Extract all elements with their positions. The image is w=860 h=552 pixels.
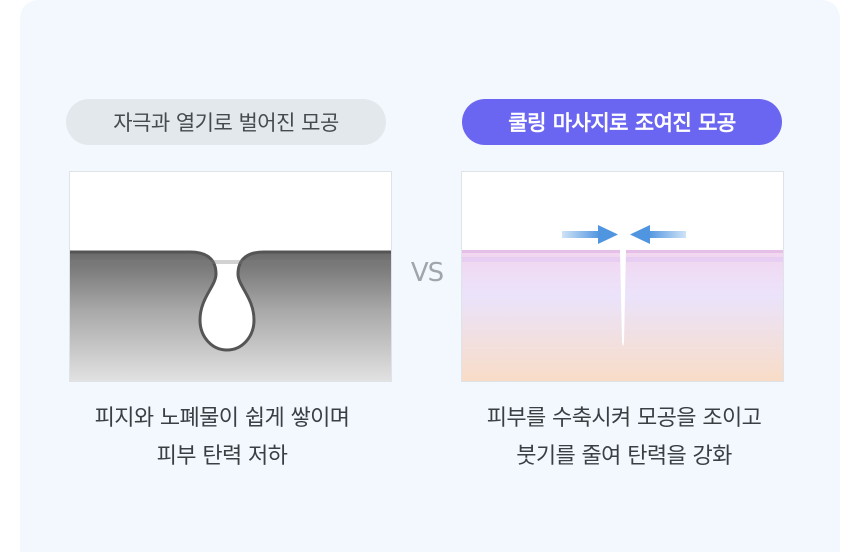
right-badge: 쿨링 마사지로 조여진 모공	[462, 99, 782, 145]
arrow-left-icon	[630, 225, 686, 244]
left-caption-line2: 피부 탄력 저하	[156, 444, 288, 469]
right-caption-line2: 붓기를 줄여 탄력을 강화	[516, 444, 732, 469]
right-caption: 피부를 수축시켜 모공을 조이고 붓기를 줄여 탄력을 강화	[454, 400, 794, 476]
left-caption-line1: 피지와 노폐물이 쉽게 쌓이며	[94, 406, 350, 431]
right-caption-line1: 피부를 수축시켜 모공을 조이고	[486, 406, 762, 431]
left-badge: 자극과 열기로 벌어진 모공	[66, 99, 386, 145]
open-pore-image	[69, 171, 392, 382]
vs-label: VS	[410, 258, 444, 288]
closed-pore-image	[461, 171, 784, 382]
left-caption: 피지와 노폐물이 쉽게 쌓이며 피부 탄력 저하	[52, 400, 392, 476]
arrow-right-icon	[562, 225, 618, 244]
